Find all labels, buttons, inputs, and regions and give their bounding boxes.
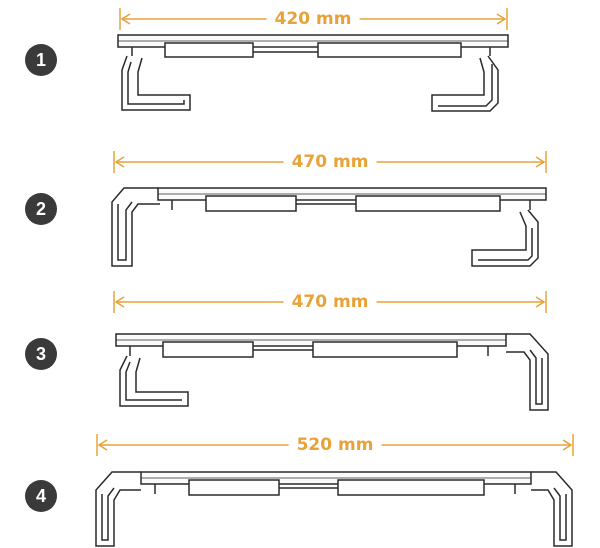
- dimension-label-2: 470 mm: [283, 152, 377, 172]
- config-1-drawing: [117, 8, 509, 112]
- dimension-label-3: 470 mm: [283, 292, 377, 312]
- config-number-badge-3: 3: [25, 338, 57, 370]
- config-4-drawing: [95, 434, 574, 547]
- dimension-label-4: 520 mm: [288, 435, 382, 455]
- dimension-label-1: 420 mm: [266, 9, 360, 29]
- stand-top-4: [140, 471, 532, 496]
- leg-left-3: [119, 355, 189, 407]
- leg-left-2: [111, 187, 160, 267]
- leg-left-1: [121, 55, 191, 111]
- config-3-drawing: [113, 291, 549, 411]
- leg-right-1: [431, 55, 499, 112]
- leg-right-3: [506, 333, 549, 411]
- config-number-badge-1: 1: [25, 44, 57, 76]
- config-number-badge-4: 4: [25, 480, 57, 512]
- stand-top-3: [115, 333, 507, 358]
- stand-top-1: [117, 34, 509, 58]
- leg-right-2: [471, 209, 539, 267]
- leg-left-4: [95, 471, 141, 547]
- stand-top-2: [157, 187, 547, 212]
- config-number-badge-2: 2: [25, 193, 57, 225]
- leg-right-4: [531, 471, 573, 547]
